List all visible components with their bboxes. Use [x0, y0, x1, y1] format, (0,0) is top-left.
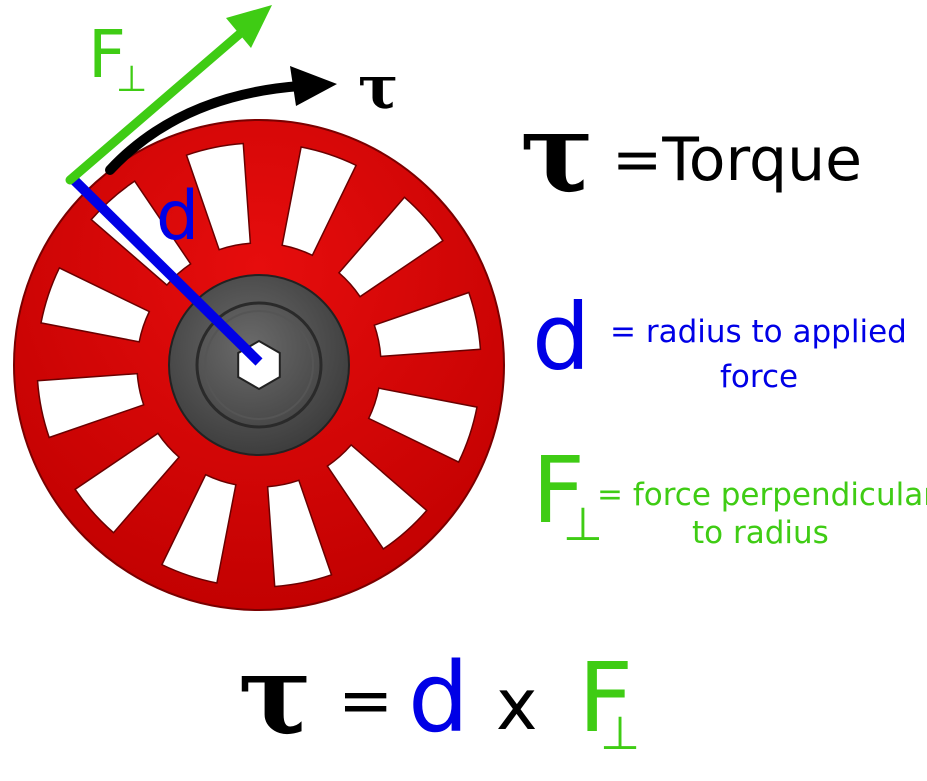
wheel-spokes	[36, 142, 482, 588]
force-label: F⊥	[88, 22, 157, 98]
force-label-main: F	[88, 16, 126, 93]
torque-arrow-label: τ	[358, 53, 399, 123]
formula-equals: =	[338, 662, 394, 739]
legend-force-line1: = force perpendicular	[597, 477, 927, 513]
legend-force-main: F	[532, 437, 585, 544]
wheel-window	[326, 443, 428, 550]
radius-line	[68, 174, 263, 366]
formula-d: d	[408, 642, 469, 754]
legend-torque-text: =Torque	[612, 125, 863, 195]
wheel-window	[40, 266, 151, 343]
wheel-window	[36, 372, 145, 439]
legend-radius-line2: force	[720, 359, 799, 395]
force-arrow-icon	[65, 5, 272, 185]
torque-arrow-icon	[105, 66, 337, 175]
legend-force-sub: ⊥	[562, 497, 603, 551]
legend-torque-symbol: τ	[520, 88, 595, 217]
wheel-window	[367, 387, 478, 464]
legend-radius-symbol: d	[532, 284, 591, 391]
wheel-window	[337, 196, 444, 298]
wheel-window	[185, 142, 252, 251]
wheel-window	[373, 291, 482, 358]
formula-f-sub: ⊥	[600, 706, 641, 760]
radius-label: d	[156, 177, 200, 256]
formula-tau: τ	[238, 630, 313, 759]
formula-f: F	[578, 642, 634, 754]
wheel-window	[266, 479, 333, 588]
wheel-window	[281, 146, 358, 257]
formula-times: x	[496, 664, 538, 746]
wheel-window	[74, 432, 181, 534]
legend-force-line2: to radius	[692, 515, 829, 551]
legend-force-symbol: F⊥	[532, 445, 625, 548]
force-label-sub: ⊥	[115, 59, 148, 100]
legend-radius-line1: = radius to applied	[610, 314, 907, 350]
wheel-window	[160, 473, 237, 584]
